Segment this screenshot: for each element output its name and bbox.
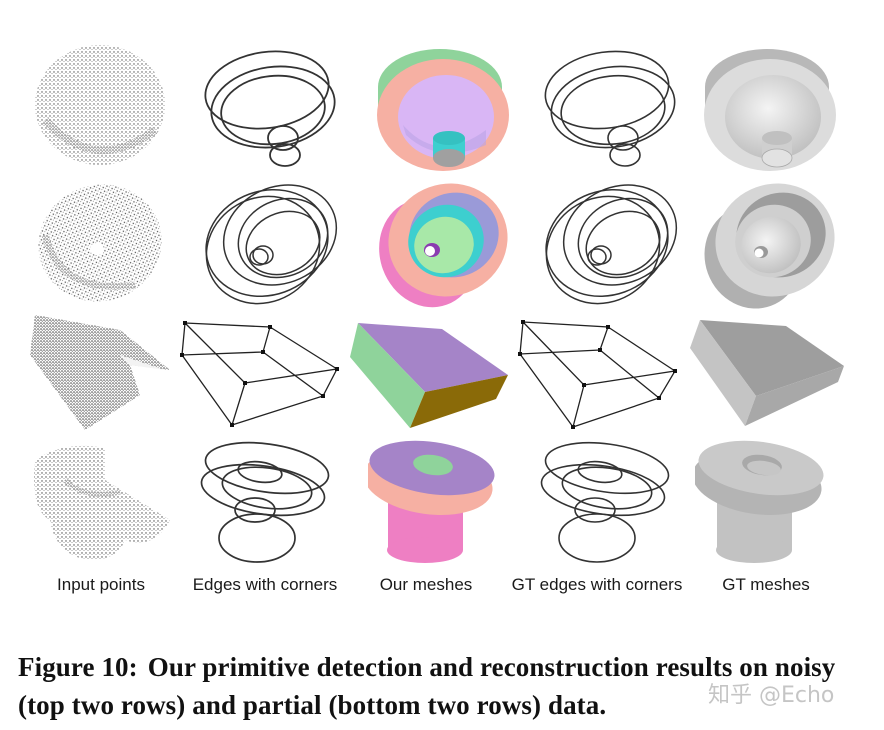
column-label-our-meshes: Our meshes [379,575,473,594]
input-points-row1 [25,35,175,175]
figure-grid: Input points Edges with corners Our mesh… [25,35,848,594]
edge-curves-image [205,184,338,305]
gt-edge-curves-image [545,184,678,305]
gt-edges-row4 [535,440,685,565]
caption-label: Figure 10: [18,652,138,682]
column-label-input-points: Input points [57,575,145,594]
edges-row2 [195,175,345,310]
watermark: 知乎 @Echo [708,683,835,708]
gt-edges-row2 [535,175,685,310]
figure-caption: Figure 10:Our primitive detection and re… [18,648,868,724]
gt-edges-row3 [518,312,688,432]
column-label-edges: Edges with corners [192,575,338,594]
gt-edges-row1 [535,35,685,175]
edges-row1 [195,35,345,175]
our-mesh-row1 [368,35,518,175]
gray-mesh-image [695,440,824,563]
gt-mesh-row1 [695,35,845,175]
gray-mesh-image [704,49,836,171]
gt-edge-curves-image [540,441,670,563]
input-points-row2 [25,175,175,310]
edges-row4 [195,440,345,565]
our-mesh-row4 [368,440,518,565]
gray-mesh-image [704,183,835,309]
input-points-row3 [25,310,175,435]
point-cloud-image [35,45,165,165]
our-mesh-row2 [368,175,518,310]
gray-mesh-image [690,320,844,426]
our-mesh-row3 [350,315,510,435]
gt-mesh-row4 [695,440,845,565]
gt-mesh-row3 [688,318,848,433]
point-cloud-image [38,184,162,302]
gt-mesh-row2 [695,175,845,310]
gt-edge-corners-image [518,320,677,429]
point-cloud-image [30,315,170,430]
point-cloud-image [34,445,170,560]
colored-mesh-image [377,49,509,171]
edges-row3 [180,312,350,432]
edge-curves-image [204,50,336,167]
gt-edge-curves-image [544,50,676,167]
edge-curves-image [200,441,330,563]
column-label-gt-edges: GT edges with corners [511,575,683,594]
caption-text: Our primitive detection and reconstructi… [18,652,836,720]
colored-mesh-image [350,323,508,428]
colored-mesh-image [368,440,495,563]
input-points-row4 [25,440,175,565]
column-label-gt-meshes: GT meshes [722,575,810,594]
colored-mesh-image [379,183,508,308]
edge-corners-image [180,321,339,427]
